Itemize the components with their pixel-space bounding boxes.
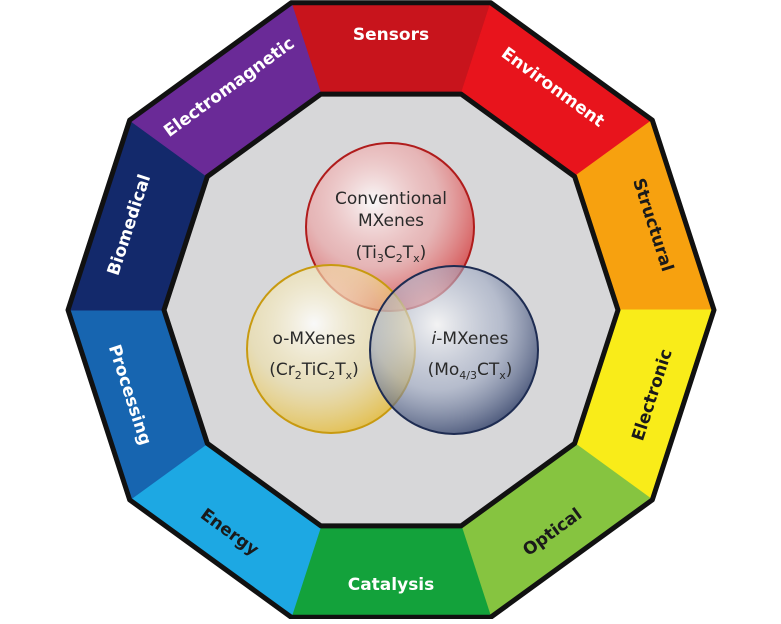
i-mxenes-formula: (Mo4/3CTx) bbox=[428, 360, 513, 382]
segment-sensors bbox=[290, 2, 492, 95]
o-mxenes-title: o-MXenes bbox=[273, 329, 356, 349]
conventional-formula: (Ti3C2Tx) bbox=[356, 243, 427, 265]
o-mxenes-formula: (Cr2TiC2Tx) bbox=[269, 360, 359, 382]
outer-outline bbox=[65, 0, 717, 620]
circle-i-mxenes bbox=[369, 265, 539, 435]
conventional-subtitle: MXenes bbox=[358, 211, 424, 231]
i-mxenes-title: i-MXenes bbox=[432, 329, 509, 349]
segment-label-sensors: Sensors bbox=[353, 25, 429, 45]
segment-catalysis bbox=[290, 525, 492, 618]
segments-layer bbox=[65, 0, 717, 620]
conventional-title: Conventional bbox=[335, 189, 447, 209]
segment-label-catalysis: Catalysis bbox=[348, 575, 435, 595]
